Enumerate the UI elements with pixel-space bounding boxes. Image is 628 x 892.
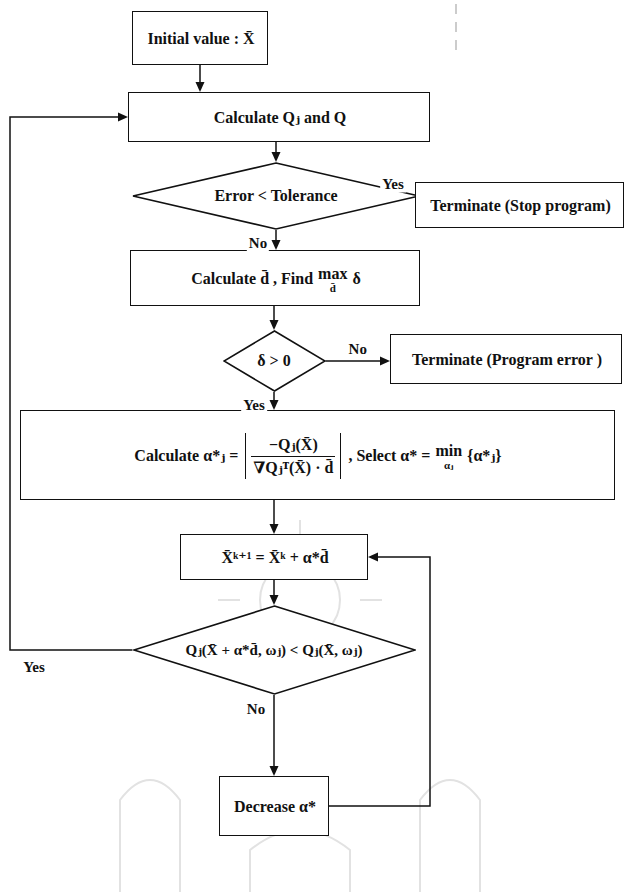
- connector-line: [275, 142, 277, 153]
- node-text: Calculate α*ⱼ =: [134, 446, 238, 465]
- connector-line: [199, 65, 201, 83]
- node-content: Initial value : X̄: [133, 12, 269, 66]
- math-stack: maxd̄: [318, 264, 347, 294]
- math-stack: minαⱼ: [435, 441, 462, 471]
- connector-line: [10, 117, 133, 650]
- connector-line: [273, 306, 275, 321]
- connector-line: [273, 580, 275, 596]
- arrow-head: [270, 320, 279, 330]
- flow-connector: [196, 65, 205, 92]
- arrow-head: [368, 553, 378, 562]
- node-content: δ > 0: [223, 330, 326, 392]
- arrow-head: [118, 113, 128, 122]
- node-content: Calculate α*ⱼ = −Qⱼ(X̄)∇Qⱼᵀ(X̄) · d̄ , Sel…: [21, 411, 616, 501]
- node-content: X̄ᵏ⁺¹ = X̄ᵏ + α*d̄: [181, 535, 369, 581]
- node-content: Error < Tolerance: [132, 162, 420, 230]
- arrow-head: [270, 766, 279, 776]
- node-text: −Qⱼ(X̄): [267, 434, 320, 455]
- node-text: δ: [352, 269, 360, 288]
- flow-connector: [10, 113, 133, 651]
- arrow-head: [270, 400, 279, 410]
- decision-diamond: Error < Tolerance: [132, 162, 420, 230]
- connector-line: [326, 360, 382, 362]
- flow-connector: [270, 500, 279, 534]
- arrow-head: [196, 82, 205, 92]
- arrow-head: [270, 595, 279, 605]
- diamond-shape: [224, 331, 325, 391]
- connector-line: [329, 557, 430, 806]
- edge-label: Yes: [380, 176, 406, 193]
- flow-connector: [329, 553, 430, 807]
- decision-diamond: Qⱼ(X̄ + α*d̄, ωⱼ) < Qⱼ(X̄, ωⱼ): [133, 605, 416, 695]
- edge-label: Yes: [241, 397, 267, 414]
- flow-connector: [270, 580, 279, 605]
- edge-label: No: [245, 701, 267, 718]
- node-text: Calculate d̄ , Find: [191, 269, 313, 288]
- node-text: Terminate (Program error ): [412, 350, 602, 369]
- node-content: Terminate (Stop program): [416, 183, 625, 229]
- start-box: Initial value : X̄: [132, 11, 268, 65]
- connector-line: [275, 230, 277, 241]
- edge-label: No: [247, 235, 269, 252]
- node-text: Qⱼ(X̄ + α*d̄, ωⱼ) < Qⱼ(X̄, ωⱼ): [185, 641, 362, 659]
- node-text: αⱼ: [444, 460, 454, 471]
- decision-diamond: δ > 0: [223, 330, 326, 392]
- edge-label: Yes: [21, 659, 47, 676]
- node-text: Decrease α*: [234, 797, 316, 816]
- diamond-shape: [133, 163, 419, 229]
- connector-line: [273, 695, 275, 767]
- terminal-box: Terminate (Program error ): [390, 334, 622, 384]
- connector-line: [273, 392, 275, 401]
- node-text: , Select α* =: [348, 446, 430, 465]
- node-text: Initial value : X̄: [147, 29, 254, 48]
- connector-line: [273, 500, 275, 525]
- edge-label: No: [347, 341, 369, 358]
- node-text: δ > 0: [257, 351, 290, 370]
- diamond-shape: [134, 606, 415, 694]
- terminal-box: Terminate (Stop program): [415, 182, 624, 228]
- watermark-logo: [120, 520, 480, 892]
- node-content: Terminate (Program error ): [391, 335, 623, 385]
- flow-connector: [270, 306, 279, 330]
- node-text: ∇Qⱼᵀ(X̄) · d̄: [251, 456, 335, 478]
- process-box: Calculate d̄ , Find maxd̄ δ: [130, 250, 420, 306]
- node-text: Calculate Qⱼ and Q: [214, 108, 347, 127]
- arrow-head: [272, 240, 281, 250]
- watermark-gate: [250, 830, 350, 892]
- dash-mark: [456, 4, 457, 50]
- node-text: min: [435, 441, 462, 460]
- process-box: X̄ᵏ⁺¹ = X̄ᵏ + α*d̄: [180, 534, 368, 580]
- node-text: Error < Tolerance: [214, 186, 337, 205]
- node-content: Calculate d̄ , Find maxd̄ δ: [131, 251, 421, 307]
- node-text: X̄ᵏ⁺¹ = X̄ᵏ + α*d̄: [221, 548, 328, 567]
- process-box: Decrease α*: [219, 776, 329, 836]
- flow-connector: [270, 392, 279, 410]
- node-content: Calculate Qⱼ and Q: [129, 93, 431, 143]
- node-text: Terminate (Stop program): [430, 196, 610, 215]
- flow-connector: [270, 695, 279, 776]
- arrow-head: [270, 524, 279, 534]
- node-text: d̄: [330, 283, 336, 294]
- arrow-head: [380, 357, 390, 366]
- arrow-head: [272, 152, 281, 162]
- flow-connector: [272, 230, 281, 250]
- node-content: Decrease α*: [220, 777, 330, 837]
- node-content: Qⱼ(X̄ + α*d̄, ωⱼ) < Qⱼ(X̄, ωⱼ): [133, 605, 416, 695]
- node-text: max: [318, 264, 347, 283]
- node-text: {α*ⱼ}: [467, 446, 502, 465]
- process-box: Calculate Qⱼ and Q: [128, 92, 430, 142]
- flow-connector: [272, 142, 281, 162]
- absolute-fraction: −Qⱼ(X̄)∇Qⱼᵀ(X̄) · d̄: [245, 433, 341, 478]
- process-box: Calculate α*ⱼ = −Qⱼ(X̄)∇Qⱼᵀ(X̄) · d̄ , Sel…: [20, 410, 615, 500]
- flow-connector: [326, 357, 391, 366]
